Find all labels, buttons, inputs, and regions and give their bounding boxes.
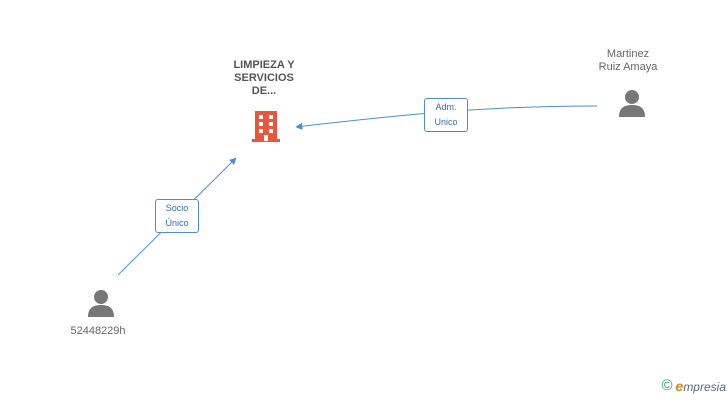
person-name-52448229h[interactable]: 52448229h: [70, 325, 126, 337]
copyright-icon: ©: [661, 377, 673, 394]
building-icon[interactable]: [250, 109, 282, 143]
edge-label-socio-unico[interactable]: Socio Único: [155, 199, 199, 233]
person-icon[interactable]: [86, 288, 116, 318]
brand-initial: e: [675, 377, 684, 394]
brand-name: mpresia: [683, 379, 726, 394]
brand-logo: © empresia: [661, 377, 726, 394]
edge-label-adm-unico[interactable]: Adm. Unico: [424, 98, 468, 132]
person-icon[interactable]: [617, 88, 647, 118]
person-name-martinez[interactable]: Martinez Ruiz Amaya: [598, 48, 658, 73]
company-name[interactable]: LIMPIEZA Y SERVICIOS DE...: [233, 59, 295, 97]
